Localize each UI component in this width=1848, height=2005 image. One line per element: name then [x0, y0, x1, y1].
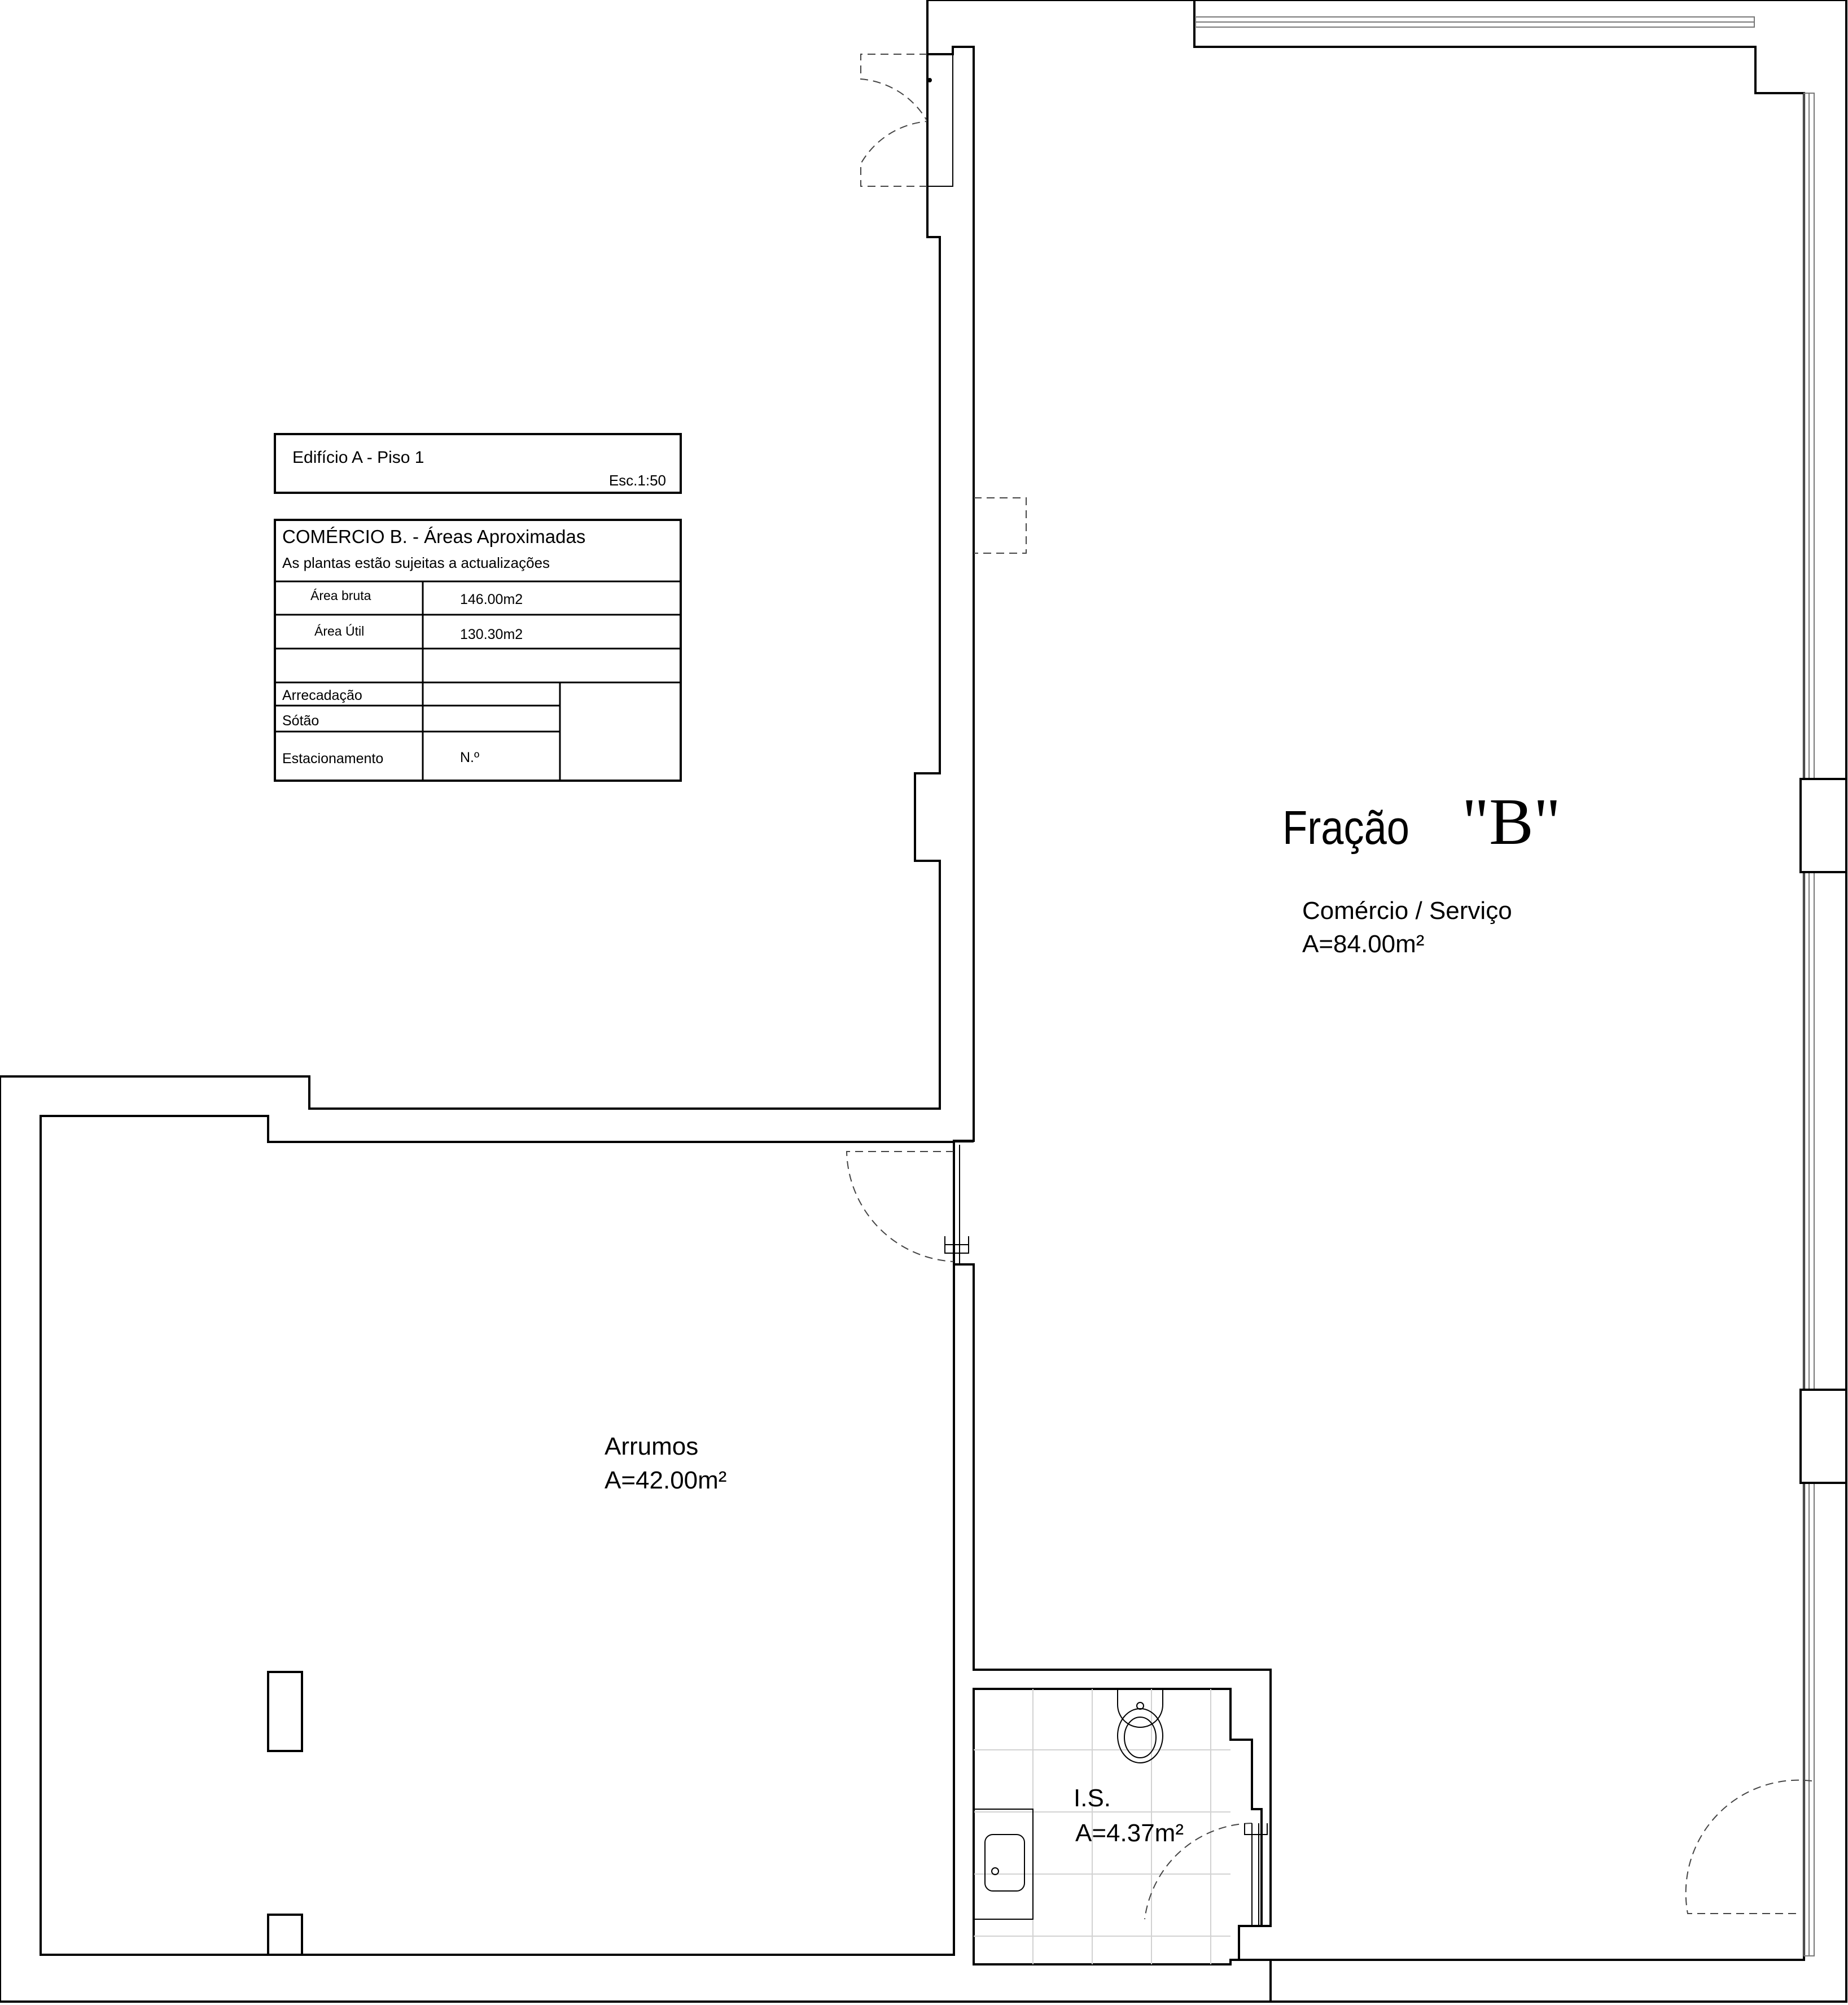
- scale-label: Esc.1:50: [609, 472, 666, 489]
- storage-column: [267, 1671, 303, 1752]
- unit-name: Fração: [1282, 801, 1409, 854]
- wc-labels: I.S. A=4.37m²: [1074, 1784, 1184, 1847]
- wc-room: [973, 1688, 1268, 1965]
- wc-area: A=4.37m²: [1075, 1819, 1184, 1847]
- toilet-icon: [1117, 1689, 1163, 1763]
- right-column-1: [1799, 778, 1847, 873]
- gross-area-label: Área bruta: [310, 588, 371, 603]
- right-column-2: [1799, 1389, 1847, 1484]
- useful-area-value: 130.30m2: [460, 627, 523, 642]
- area-table-heading: COMÉRCIO B. - Áreas Aproximadas: [282, 526, 585, 547]
- storage-unit-label: Arrecadação: [282, 688, 362, 703]
- area-table-note: As plantas estão sujeitas a actualizaçõe…: [282, 554, 550, 571]
- sink-icon: [973, 1809, 1034, 1920]
- storage-column-bottom: [267, 1914, 303, 1956]
- area-table: COMÉRCIO B. - Áreas Aproximadas As plant…: [274, 519, 682, 782]
- unit-use: Comércio / Serviço: [1302, 897, 1512, 925]
- parking-label: Estacionamento: [282, 751, 383, 767]
- attic-label: Sótão: [282, 713, 319, 729]
- main-exit-door-swing: [1685, 1779, 1812, 1914]
- wc-door-swing: [1144, 1823, 1253, 1920]
- entry-double-door: [860, 54, 953, 187]
- gross-area-value: 146.00m2: [460, 592, 523, 607]
- wc-name: I.S.: [1074, 1784, 1111, 1812]
- storage-labels: Arrumos A=42.00m²: [605, 1433, 726, 1494]
- storage-area: A=42.00m²: [605, 1466, 726, 1494]
- wc-walls: [973, 1688, 1263, 1965]
- storage-room-walls: [40, 1115, 955, 1956]
- useful-area-label: Área Útil: [314, 624, 364, 638]
- title-block: Edifício A - Piso 1 Esc.1:50: [274, 433, 682, 494]
- main-unit-labels: Fração "B" Comércio / Serviço A=84.00m²: [1282, 785, 1561, 958]
- building-floor-label: Edifício A - Piso 1: [292, 448, 424, 467]
- unit-area: A=84.00m²: [1302, 930, 1424, 958]
- parking-number-label: N.º: [460, 750, 479, 765]
- unit-letter: "B": [1462, 785, 1561, 859]
- wall-niche: [974, 497, 1027, 554]
- storage-door: [846, 1145, 969, 1264]
- storage-name: Arrumos: [605, 1433, 698, 1460]
